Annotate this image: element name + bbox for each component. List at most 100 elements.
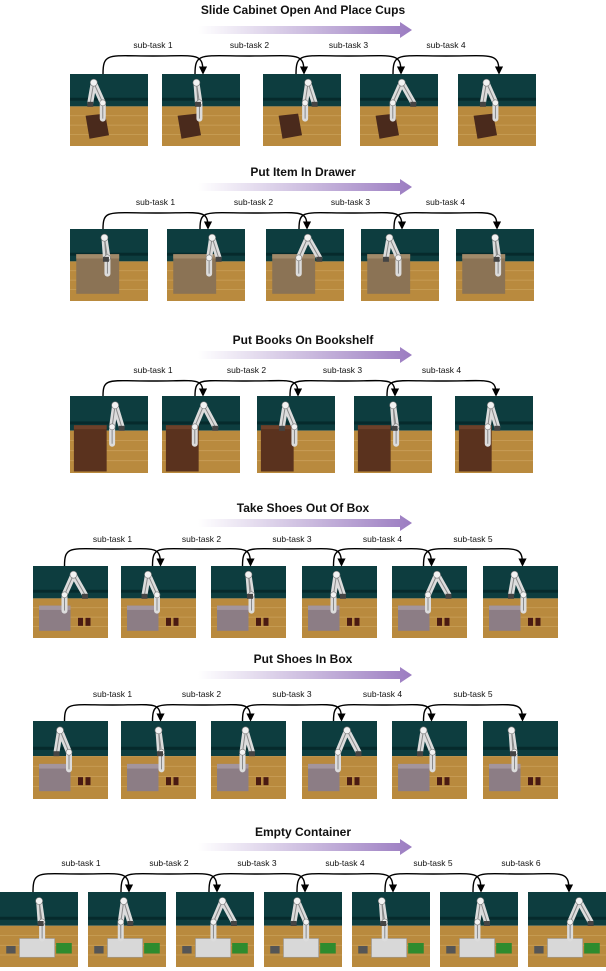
green-bin (496, 943, 512, 954)
robot-joint (218, 897, 227, 905)
scene-frame (361, 229, 439, 301)
robot-joint (507, 726, 516, 735)
robot-joint (491, 233, 499, 242)
robot-joint (208, 233, 216, 242)
robot-joint (99, 99, 107, 107)
robot-joint (395, 254, 402, 262)
scene-frame (456, 229, 534, 301)
scene-frame (455, 396, 533, 473)
subtask-arc (151, 703, 255, 722)
scene-frame (392, 566, 467, 638)
robot-gripper (53, 751, 60, 757)
subtask-arc (102, 55, 208, 75)
shoe (78, 777, 83, 786)
robot-joint (476, 897, 485, 905)
scene-wall-shadow (483, 746, 558, 750)
robot-joint (111, 401, 119, 410)
subtask-label: sub-task 1 (93, 534, 132, 544)
shoe (444, 777, 450, 786)
scene-wall-shadow (352, 916, 430, 920)
subtask-arc (295, 55, 406, 75)
bookshelf-top (260, 425, 294, 430)
robot-arm-outline (385, 235, 399, 274)
bookshelf-top (458, 425, 492, 430)
subtask-arc (296, 873, 398, 893)
scene-floor (360, 106, 438, 146)
scene-frame (257, 396, 335, 473)
robot-joint (302, 918, 310, 926)
shoe (444, 617, 450, 626)
container-tray (371, 938, 407, 958)
robot-gripper (316, 256, 323, 262)
subtask-arc (208, 873, 310, 893)
robot-joint (210, 918, 217, 926)
robot-joint (191, 423, 199, 431)
robot-gripper (212, 425, 219, 431)
shoe (437, 617, 442, 626)
robot-gripper (508, 593, 514, 599)
scene-frame (162, 74, 240, 146)
green-bin (584, 943, 600, 954)
drawer-cabinet (272, 254, 316, 294)
robot-arm-outline (494, 237, 499, 274)
robot-joint (484, 423, 492, 431)
robot-gripper (587, 921, 594, 926)
subtask-label: sub-task 1 (61, 858, 100, 868)
shoe-box-lid (127, 605, 159, 610)
scene-frame (440, 892, 518, 967)
scene-floor (263, 106, 341, 146)
subtask-label: sub-task 4 (426, 197, 465, 207)
subtask-arc (32, 873, 134, 893)
shoe (535, 777, 541, 786)
scene-frame (354, 396, 432, 473)
scene-wall-shadow (33, 589, 108, 593)
robot-joint (389, 401, 397, 410)
shoe (85, 617, 91, 626)
green-bin (408, 943, 424, 954)
robot-joint (281, 401, 290, 410)
shoe (263, 617, 269, 626)
robot-gripper (37, 921, 44, 926)
subtask-label: sub-task 3 (323, 365, 362, 375)
subtask-label: sub-task 5 (453, 534, 492, 544)
scene-frame (483, 721, 558, 799)
robot-arm-outline (158, 730, 162, 770)
robot-gripper (340, 593, 346, 599)
robot-arm-outline (482, 80, 496, 119)
bookshelf (260, 425, 294, 472)
robot-arm-outline (38, 900, 43, 939)
progress-arrow (198, 179, 412, 195)
scene-frame (392, 721, 467, 799)
task-panel: Slide Cabinet Open And Place Cupssub-tas… (70, 3, 536, 146)
robot-joint (492, 99, 499, 107)
subtask-label: sub-task 1 (136, 197, 175, 207)
robot-gripper (483, 921, 490, 926)
scene-frame (33, 721, 108, 799)
cabinet (177, 113, 201, 139)
subtask-label: sub-task 2 (234, 197, 273, 207)
robot-arm-outline (569, 899, 592, 939)
scene-wall (528, 892, 606, 926)
robot-joint (304, 78, 312, 87)
subtask-arc (102, 379, 208, 397)
scene-frame (88, 892, 166, 967)
robot-joint (303, 233, 312, 242)
item (6, 946, 16, 954)
subtask-arc (422, 548, 527, 567)
scene-frame (167, 229, 245, 301)
shoe (166, 617, 171, 626)
robot-arm-outline (212, 899, 235, 939)
shoe-box-lid (489, 763, 521, 769)
progress-arrow (198, 22, 412, 38)
shoe (85, 777, 91, 786)
scene-frame (360, 74, 438, 146)
robot-arm-outline (333, 574, 344, 611)
subtask-arc (386, 379, 501, 397)
shoe (173, 617, 179, 626)
robot-joint (520, 591, 527, 599)
robot-gripper (87, 101, 94, 107)
robot-joint (117, 918, 125, 926)
robot-joint (334, 748, 342, 756)
robot-arm-outline (293, 899, 307, 939)
